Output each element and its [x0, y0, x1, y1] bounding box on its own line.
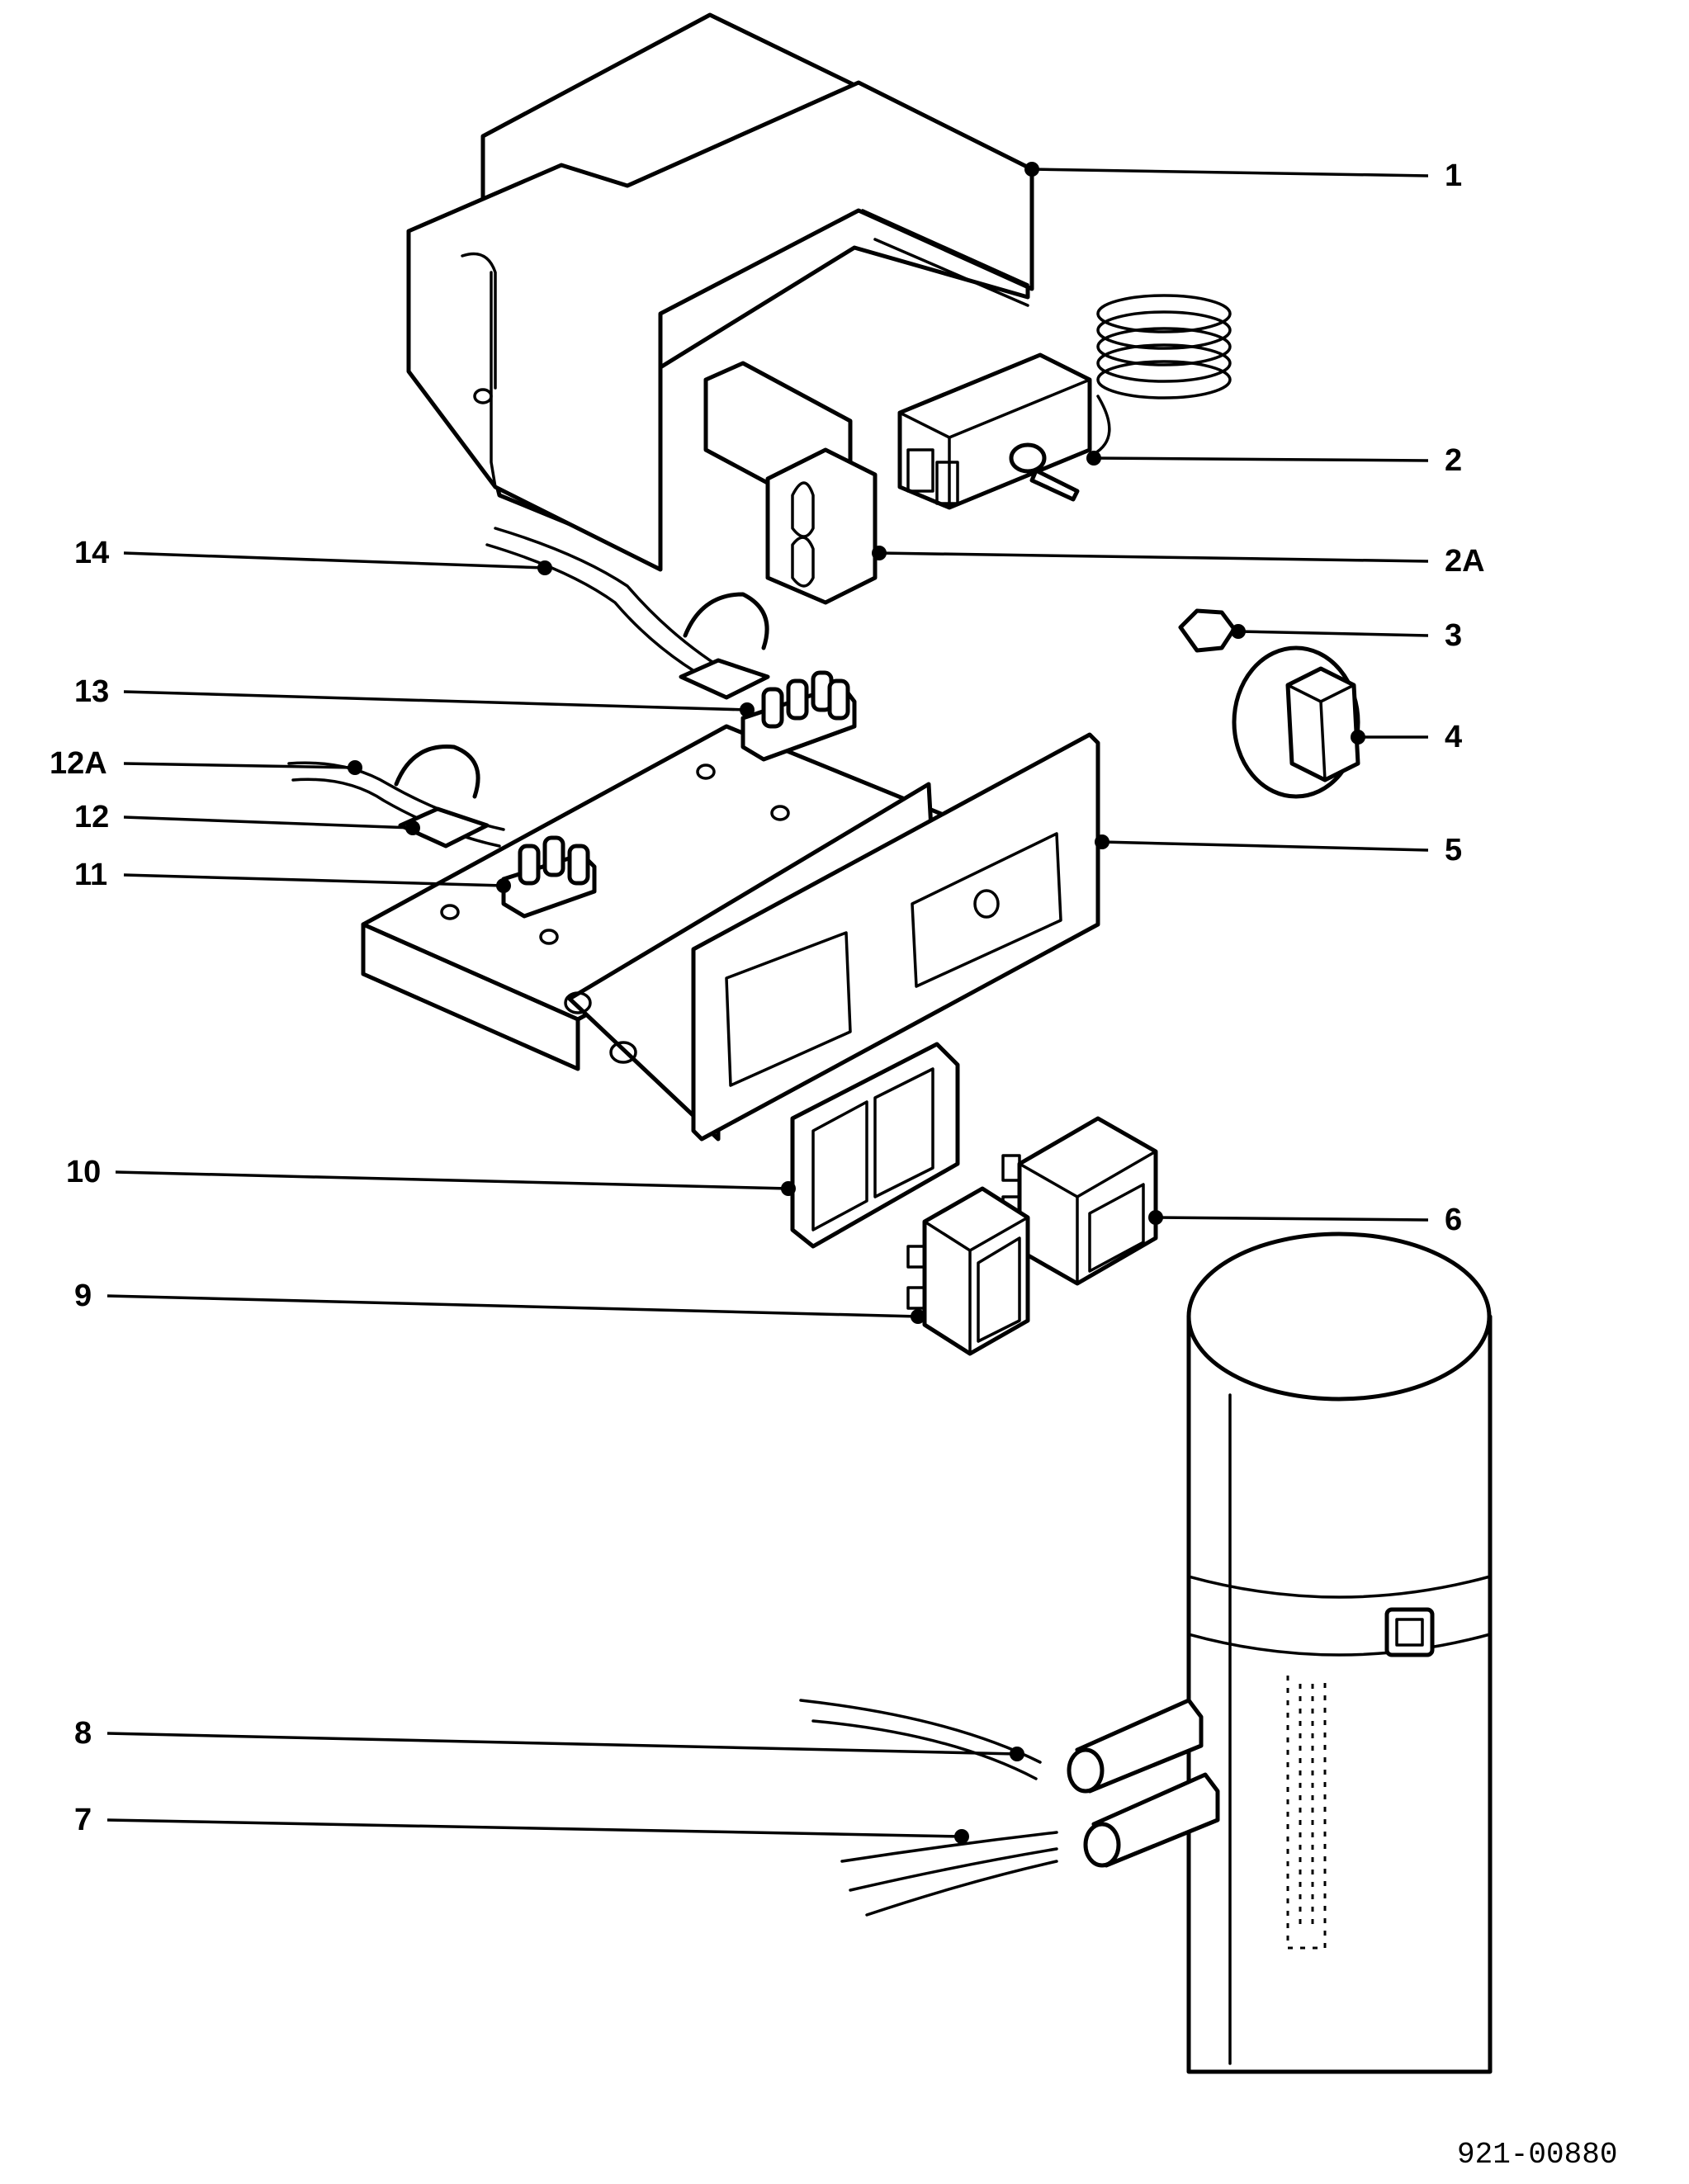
cable-upper — [485, 527, 770, 700]
callout-4: 4 — [1445, 720, 1462, 754]
document-id: 921-00880 — [1457, 2138, 1617, 2172]
callout-8: 8 — [74, 1716, 92, 1751]
nut — [1178, 608, 1237, 653]
callout-10: 10 — [66, 1155, 101, 1189]
callout-6: 6 — [1445, 1203, 1462, 1237]
callout-13: 13 — [74, 674, 109, 709]
control-panel-plate — [361, 724, 1100, 1142]
housing-cover — [406, 12, 1034, 572]
terminal-block-upper — [740, 670, 857, 762]
thermostat — [897, 294, 1232, 510]
control-knob — [1232, 645, 1360, 799]
callout-2A: 2A — [1445, 544, 1485, 579]
callout-12A: 12A — [50, 746, 107, 781]
callout-7: 7 — [74, 1803, 92, 1837]
callout-3: 3 — [1445, 618, 1462, 653]
thermostat-bracket — [703, 361, 878, 605]
cable-lower — [287, 745, 505, 849]
heater-cylinder — [1186, 1231, 1493, 2074]
leaders — [106, 162, 1429, 1844]
rocker-switch-small — [906, 1186, 1030, 1356]
cable-heater-upper — [799, 1698, 1204, 1794]
callout-12: 12 — [74, 800, 109, 834]
callout-14: 14 — [74, 536, 109, 570]
terminal-block-lower — [501, 835, 597, 919]
callout-1: 1 — [1445, 158, 1462, 193]
callout-11: 11 — [74, 858, 107, 892]
switch-frame — [790, 1042, 960, 1249]
callout-5: 5 — [1445, 833, 1462, 867]
callout-2: 2 — [1445, 443, 1462, 478]
callout-9: 9 — [74, 1279, 92, 1313]
cable-heater-lower — [840, 1772, 1220, 1917]
